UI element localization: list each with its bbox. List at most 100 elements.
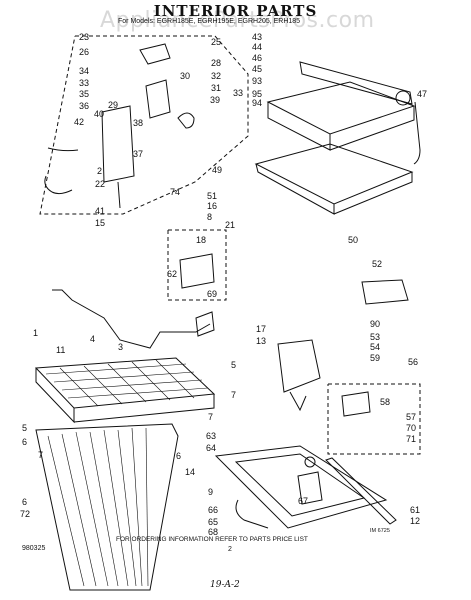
callout-18: 18 — [196, 235, 207, 245]
capillary-tube — [117, 181, 121, 209]
wire-lead — [47, 147, 79, 152]
callout-29: 29 — [108, 100, 119, 110]
ice-bin — [266, 81, 416, 135]
callout-38: 38 — [133, 118, 144, 128]
callout-31: 31 — [211, 83, 222, 93]
callout-12: 12 — [410, 516, 421, 526]
ice-maker-front — [35, 368, 75, 424]
callout-28: 28 — [211, 58, 222, 68]
callout-68: 68 — [208, 527, 219, 537]
callout-65: 65 — [208, 517, 219, 527]
callout-7b: 7 — [38, 450, 44, 460]
callout-4: 4 — [90, 334, 96, 344]
callout-36: 36 — [79, 101, 90, 111]
callout-7c: 7 — [208, 412, 214, 422]
callout-15: 15 — [95, 218, 106, 228]
part-code: 980325 — [22, 545, 46, 552]
solenoid — [361, 279, 409, 305]
callout-42: 42 — [74, 117, 85, 127]
callout-69: 69 — [207, 289, 218, 299]
callout-23: 23 — [79, 32, 90, 42]
heater-plug — [195, 311, 215, 337]
callout-6a: 6 — [22, 437, 28, 447]
control-assembly-outline — [39, 35, 249, 215]
water-trough — [214, 445, 388, 529]
callout-33a: 33 — [79, 78, 90, 88]
callout-11: 11 — [56, 345, 66, 355]
callout-49: 49 — [212, 165, 223, 175]
callout-26: 26 — [79, 47, 90, 57]
ice-maker-side — [73, 394, 215, 423]
callout-17: 17 — [256, 324, 267, 334]
drip-tray-side — [333, 172, 413, 215]
thermostat — [145, 79, 171, 119]
callout-53: 53 — [370, 332, 381, 342]
handwritten-ref: 19-A-2 — [210, 580, 240, 590]
callout-93: 93 — [252, 76, 263, 86]
control-box — [101, 105, 135, 183]
callout-46: 46 — [252, 53, 263, 63]
figure-code: IM 6725 — [370, 528, 390, 534]
callout-14: 14 — [185, 467, 196, 477]
callout-13: 13 — [256, 336, 267, 346]
callout-45: 45 — [252, 64, 263, 74]
callout-25: 25 — [211, 37, 222, 47]
callout-32: 32 — [211, 71, 222, 81]
callout-41: 41 — [95, 206, 106, 216]
callout-34: 34 — [79, 66, 90, 76]
callout-57: 57 — [406, 412, 417, 422]
ice-bin-rail — [299, 61, 413, 105]
callout-95: 95 — [252, 89, 263, 99]
callout-6b: 6 — [176, 451, 182, 461]
water-trough-inner — [234, 453, 366, 517]
heater-wire — [52, 289, 211, 349]
callout-61: 61 — [410, 505, 421, 515]
callout-47: 47 — [417, 89, 428, 99]
watermark: AppliancePartsPros.com — [100, 8, 375, 33]
callout-43: 43 — [252, 32, 263, 42]
page-number: 2 — [228, 546, 232, 553]
trough-rail — [325, 457, 397, 525]
pump-body — [297, 471, 323, 505]
callout-37: 37 — [133, 149, 144, 159]
callout-94: 94 — [252, 98, 263, 108]
rod — [413, 101, 421, 165]
callout-1: 1 — [33, 328, 39, 338]
callout-50: 50 — [348, 235, 359, 245]
pump-motor — [341, 391, 371, 417]
callout-70: 70 — [406, 423, 417, 433]
callout-74: 74 — [170, 187, 181, 197]
callout-21: 21 — [225, 220, 236, 230]
pump-cap — [304, 456, 316, 468]
callout-44: 44 — [252, 42, 263, 52]
water-valve — [277, 339, 321, 393]
control-bracket — [139, 43, 171, 65]
callout-33b: 33 — [233, 88, 244, 98]
drain-hose — [235, 499, 269, 529]
callout-5b: 5 — [22, 423, 28, 433]
callout-39: 39 — [210, 95, 221, 105]
evaporator-fins — [47, 427, 149, 587]
callout-8: 8 — [207, 212, 213, 222]
switch-bracket — [179, 253, 215, 289]
callout-51: 51 — [207, 191, 218, 201]
callout-30: 30 — [180, 71, 191, 81]
callout-52: 52 — [372, 259, 383, 269]
ice-maker-frame — [34, 357, 216, 409]
callout-72: 72 — [20, 509, 31, 519]
ice-bin-front — [267, 102, 331, 151]
drip-tray-front — [255, 163, 335, 215]
callout-22: 22 — [95, 179, 106, 189]
switch-assembly-outline — [167, 229, 227, 301]
callout-2: 2 — [97, 166, 103, 176]
callout-3: 3 — [118, 342, 124, 352]
callout-71: 71 — [406, 434, 417, 444]
callout-63: 63 — [206, 431, 217, 441]
callout-64: 64 — [206, 443, 217, 453]
callout-54: 54 — [370, 342, 381, 352]
callout-40: 40 — [94, 109, 105, 119]
callout-66: 66 — [208, 505, 219, 515]
cutter-grid — [45, 359, 209, 407]
callout-35: 35 — [79, 89, 90, 99]
